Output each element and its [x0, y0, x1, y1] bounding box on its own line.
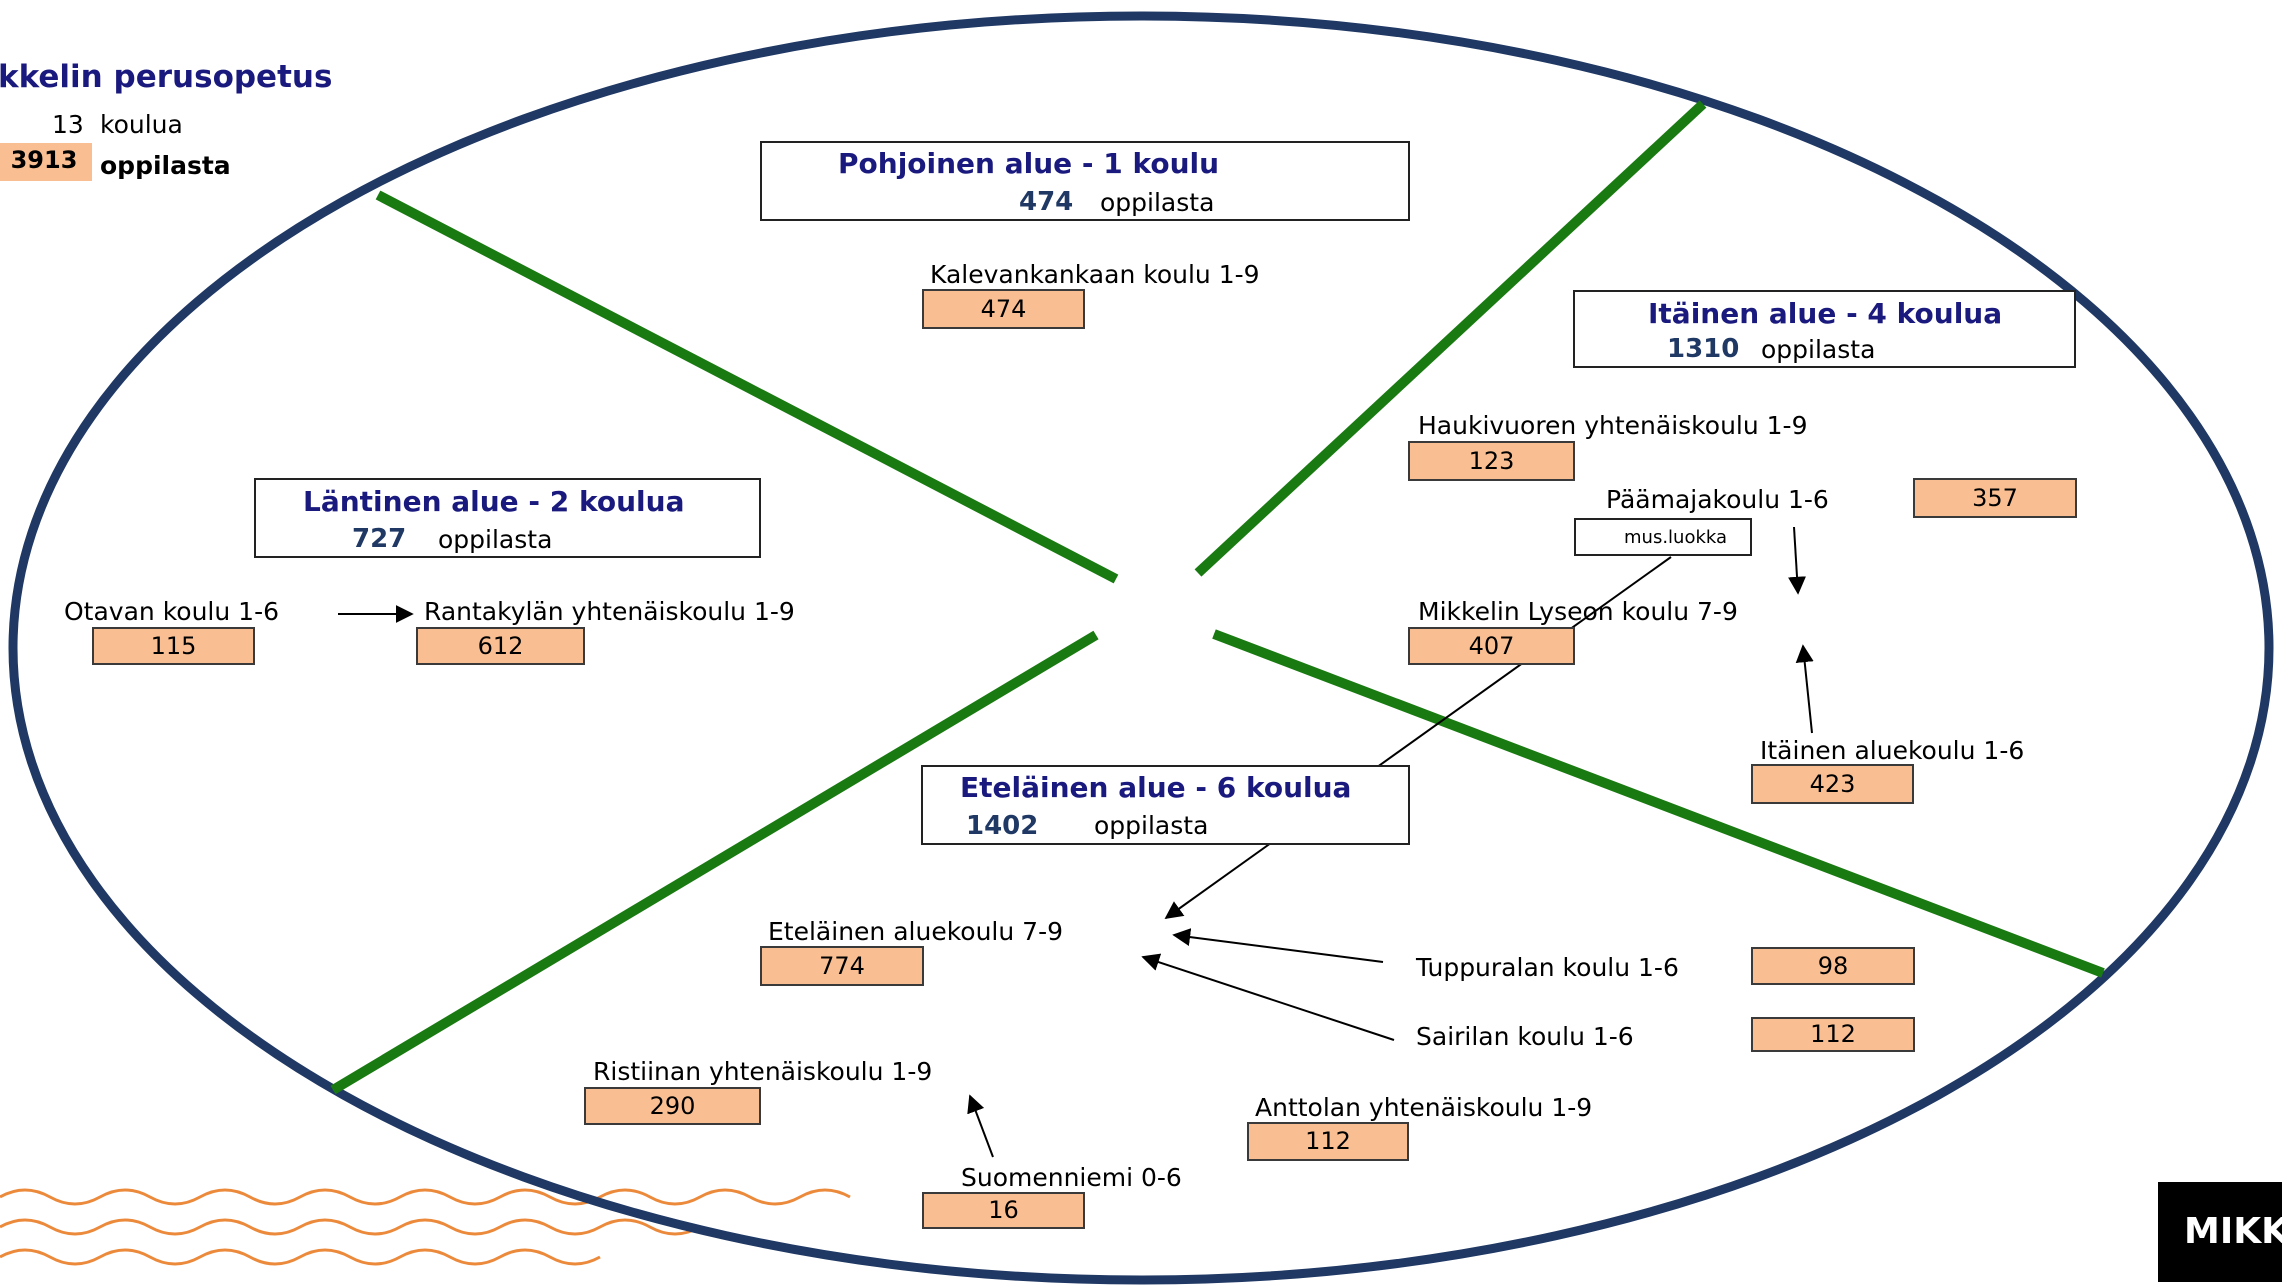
region-north-label: oppilasta: [1100, 188, 1215, 217]
region-dividers: [330, 100, 2105, 1095]
school-kalevankangas-name: Kalevankankaan koulu 1-9: [930, 260, 1260, 289]
region-north-count: 474: [1019, 187, 1074, 217]
school-tuppurala-value: 98: [1751, 947, 1915, 985]
school-anttola-value: 112: [1247, 1122, 1409, 1161]
region-east-label: oppilasta: [1761, 335, 1876, 364]
school-ristiina-name: Ristiinan yhtenäiskoulu 1-9: [593, 1057, 933, 1086]
region-north-box: Pohjoinen alue - 1 koulu 474 oppilasta: [760, 141, 1410, 221]
region-east-box: Itäinen alue - 4 koulua 1310 oppilasta: [1573, 290, 2076, 368]
arrow-tuppurala-etelainen: [1172, 928, 1384, 963]
summary-students-count: 3913: [0, 143, 92, 181]
arrow-musluokka-etelainen: [1164, 556, 1672, 920]
region-north-title: Pohjoinen alue - 1 koulu: [838, 147, 1220, 180]
school-kalevankangas-value: 474: [922, 289, 1085, 329]
school-lyseo-value: 407: [1408, 627, 1575, 665]
school-sairila-name: Sairilan koulu 1-6: [1416, 1022, 1634, 1051]
school-rantakyla-name: Rantakylän yhtenäiskoulu 1-9: [424, 597, 795, 626]
summary-schools-count: 13: [52, 110, 84, 139]
school-etelainen-value: 774: [760, 946, 924, 986]
mikkeli-logo: MIKKELI: [2158, 1182, 2282, 1282]
region-south-title: Eteläinen alue - 6 koulua: [960, 771, 1352, 804]
region-south-box: Eteläinen alue - 6 koulua 1402 oppilasta: [921, 765, 1410, 845]
music-class-label: mus.luokka: [1624, 527, 1728, 548]
school-ristiina-value: 290: [584, 1087, 761, 1125]
region-west-count: 727: [352, 524, 407, 554]
school-otava-name: Otavan koulu 1-6: [64, 597, 280, 626]
school-haukivuori-name: Haukivuoren yhtenäiskoulu 1-9: [1418, 411, 1808, 440]
school-otava-value: 115: [92, 627, 255, 665]
school-rantakyla-value: 612: [416, 627, 585, 665]
region-west-title: Läntinen alue - 2 koulua: [303, 485, 685, 518]
school-itainen-name: Itäinen aluekoulu 1-6: [1760, 736, 2025, 765]
summary-title: kkelin perusopetus: [0, 59, 333, 95]
region-south-count: 1402: [966, 811, 1039, 841]
school-tuppurala-name: Tuppuralan koulu 1-6: [1416, 953, 1679, 982]
arrow-suomenniemi-ristiina: [967, 1094, 994, 1158]
school-lyseo-name: Mikkelin Lyseon koulu 7-9: [1418, 597, 1738, 626]
region-south-label: oppilasta: [1094, 811, 1209, 840]
region-west-label: oppilasta: [438, 525, 553, 554]
region-west-box: Läntinen alue - 2 koulua 727 oppilasta: [254, 478, 761, 558]
school-suomenniemi-name: Suomenniemi 0-6: [961, 1163, 1182, 1192]
school-paamaja-value: 357: [1913, 478, 2077, 518]
arrow-paamaja-lyseo: [1788, 526, 1807, 595]
school-itainen-value: 423: [1751, 764, 1914, 804]
city-ellipse: [8, 11, 2274, 1285]
school-paamaja-name: Päämajakoulu 1-6: [1606, 485, 1829, 514]
region-east-title: Itäinen alue - 4 koulua: [1648, 297, 2003, 330]
arrow-sairila-etelainen: [1141, 953, 1395, 1041]
arrow-itainen-lyseo: [1795, 644, 1814, 734]
region-east-count: 1310: [1667, 334, 1740, 364]
school-sairila-value: 112: [1751, 1017, 1915, 1052]
flow-arrows: [338, 526, 1814, 1158]
summary-schools-label: koulua: [100, 110, 183, 139]
music-class-note: mus.luokka: [1574, 518, 1752, 556]
decorative-waves: [0, 1188, 851, 1266]
school-haukivuori-value: 123: [1408, 441, 1575, 481]
summary-students-label: oppilasta: [100, 151, 231, 180]
school-etelainen-name: Eteläinen aluekoulu 7-9: [768, 917, 1063, 946]
school-suomenniemi-value: 16: [922, 1192, 1085, 1229]
school-anttola-name: Anttolan yhtenäiskoulu 1-9: [1255, 1093, 1593, 1122]
